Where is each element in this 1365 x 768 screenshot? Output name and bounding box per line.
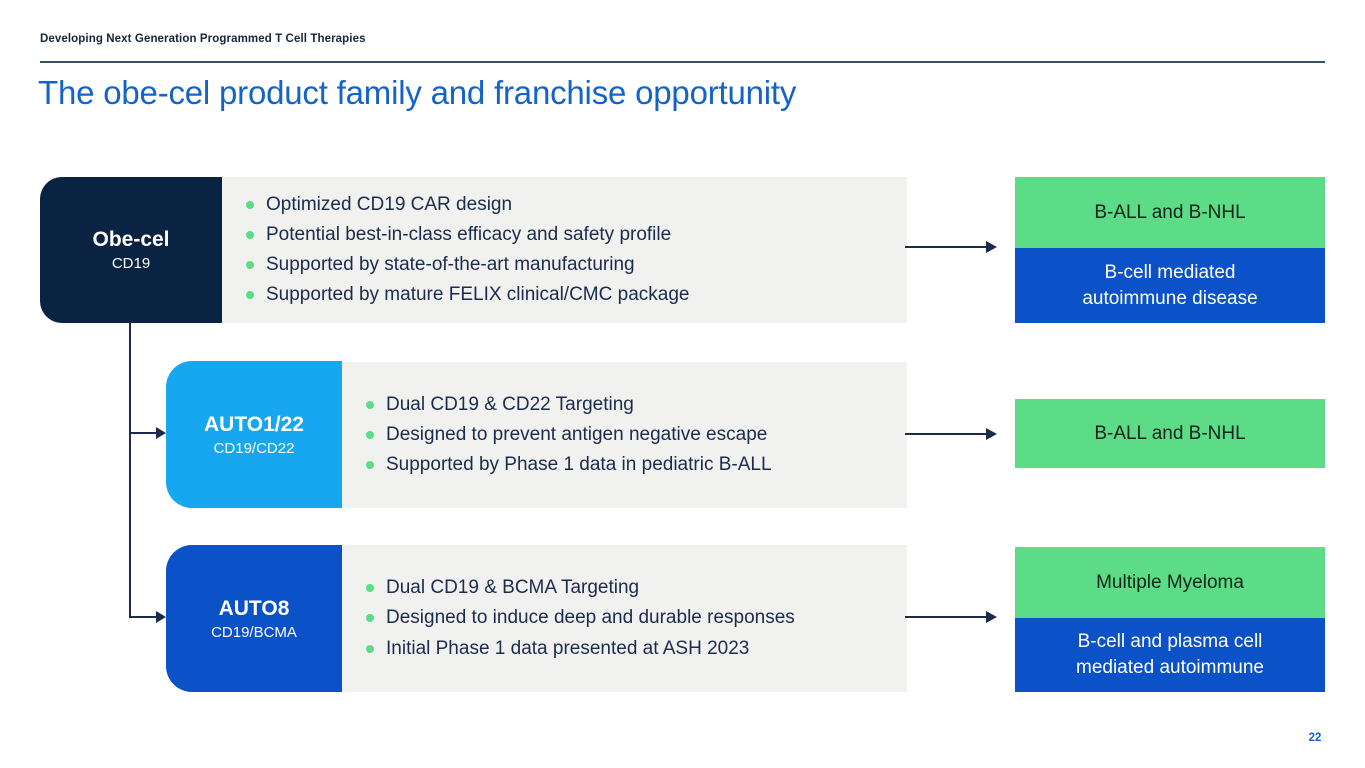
bullet-list: Dual CD19 & BCMA Targeting Designed to i… — [366, 573, 887, 663]
indication-label-line: autoimmune disease — [1082, 287, 1258, 309]
indication-label: B-ALL and B-NHL — [1094, 201, 1246, 223]
product-target: CD19 — [111, 255, 151, 272]
bullet-item: Optimized CD19 CAR design — [246, 190, 887, 220]
connector-arrow-auto8 — [130, 610, 166, 624]
arrow-row2 — [905, 427, 997, 441]
bullet-dot-icon — [246, 230, 254, 239]
product-box-auto122: AUTO1/22 CD19/CD22 — [166, 361, 342, 508]
header-divider — [40, 61, 1325, 63]
bullet-dot-icon — [246, 291, 254, 300]
bullet-text: Potential best-in-class efficacy and saf… — [266, 223, 672, 245]
product-target: CD19/CD22 — [213, 439, 295, 457]
bullet-panel-auto122: Dual CD19 & CD22 Targeting Designed to p… — [342, 362, 907, 508]
bullet-dot-icon — [366, 461, 374, 469]
arrow-row3 — [905, 610, 997, 624]
bullet-text: Dual CD19 & CD22 Targeting — [386, 393, 634, 415]
connector-line — [130, 616, 156, 618]
bullet-dot-icon — [366, 614, 374, 623]
indication-ball-bnhl-row1: B-ALL and B-NHL — [1015, 177, 1325, 248]
connector-vertical-line — [129, 323, 131, 618]
product-box-obe-cel: Obe-cel CD19 — [40, 177, 222, 323]
indication-ball-bnhl-row2: B-ALL and B-NHL — [1015, 399, 1325, 468]
bullet-dot-icon — [246, 261, 254, 269]
bullet-item: Potential best-in-class efficacy and saf… — [246, 220, 887, 250]
arrowhead-icon — [156, 427, 166, 439]
bullet-dot-icon — [366, 430, 374, 439]
bullet-item: Dual CD19 & BCMA Targeting — [366, 573, 887, 603]
bullet-item: Designed to induce deep and durable resp… — [366, 603, 887, 633]
product-name: Obe-cel — [92, 228, 170, 251]
connector-line — [130, 432, 156, 434]
bullet-text: Initial Phase 1 data presented at ASH 20… — [386, 637, 750, 659]
indication-label: Multiple Myeloma — [1096, 571, 1244, 593]
arrowhead-icon — [156, 611, 166, 623]
bullet-text: Supported by mature FELIX clinical/CMC p… — [266, 284, 690, 306]
arrow-row1 — [905, 240, 997, 254]
bullet-text: Optimized CD19 CAR design — [266, 193, 513, 215]
bullet-text: Supported by state-of-the-art manufactur… — [266, 254, 635, 275]
product-target: CD19/BCMA — [211, 623, 297, 641]
indication-label: B-ALL and B-NHL — [1094, 422, 1246, 444]
bullet-item: Initial Phase 1 data presented at ASH 20… — [366, 634, 887, 664]
bullet-text: Designed to prevent antigen negative esc… — [386, 423, 768, 445]
slide-eyebrow: Developing Next Generation Programmed T … — [40, 33, 366, 45]
indication-multiple-myeloma: Multiple Myeloma — [1015, 547, 1325, 618]
bullet-item: Designed to prevent antigen negative esc… — [366, 420, 887, 450]
bullet-panel-auto8: Dual CD19 & BCMA Targeting Designed to i… — [342, 545, 907, 692]
bullet-dot-icon — [246, 200, 254, 209]
page-number: 22 — [1308, 732, 1322, 744]
bullet-item: Supported by Phase 1 data in pediatric B… — [366, 450, 887, 480]
arrow-line — [905, 433, 986, 435]
bullet-text: Supported by Phase 1 data in pediatric B… — [386, 454, 772, 475]
page-title: The obe-cel product family and franchise… — [38, 74, 797, 111]
bullet-dot-icon — [366, 584, 374, 593]
arrow-line — [905, 246, 986, 248]
bullet-text: Dual CD19 & BCMA Targeting — [386, 577, 640, 599]
indication-bcell-autoimmune: B-cell mediated autoimmune disease — [1015, 248, 1325, 323]
arrowhead-icon — [986, 611, 997, 623]
product-box-auto8: AUTO8 CD19/BCMA — [166, 545, 342, 692]
product-name: AUTO8 — [218, 596, 290, 620]
bullet-item: Supported by state-of-the-art manufactur… — [246, 250, 887, 280]
arrow-line — [905, 616, 986, 618]
bullet-item: Dual CD19 & CD22 Targeting — [366, 390, 887, 420]
bullet-list: Optimized CD19 CAR design Potential best… — [246, 190, 887, 310]
connector-arrow-auto122 — [130, 426, 166, 440]
bullet-dot-icon — [366, 644, 374, 653]
bullet-dot-icon — [366, 400, 374, 409]
indication-bcell-plasma-autoimmune: B-cell and plasma cell mediated autoimmu… — [1015, 618, 1325, 692]
arrowhead-icon — [986, 241, 997, 253]
bullet-text: Designed to induce deep and durable resp… — [386, 607, 795, 629]
indication-label-line: B-cell mediated — [1104, 261, 1236, 283]
bullet-item: Supported by mature FELIX clinical/CMC p… — [246, 280, 887, 310]
indication-label-line: mediated autoimmune — [1076, 657, 1264, 678]
bullet-list: Dual CD19 & CD22 Targeting Designed to p… — [366, 390, 887, 480]
arrowhead-icon — [986, 428, 997, 440]
product-name: AUTO1/22 — [204, 412, 304, 436]
indication-label-line: B-cell and plasma cell — [1077, 631, 1263, 653]
bullet-panel-obe-cel: Optimized CD19 CAR design Potential best… — [222, 177, 907, 323]
